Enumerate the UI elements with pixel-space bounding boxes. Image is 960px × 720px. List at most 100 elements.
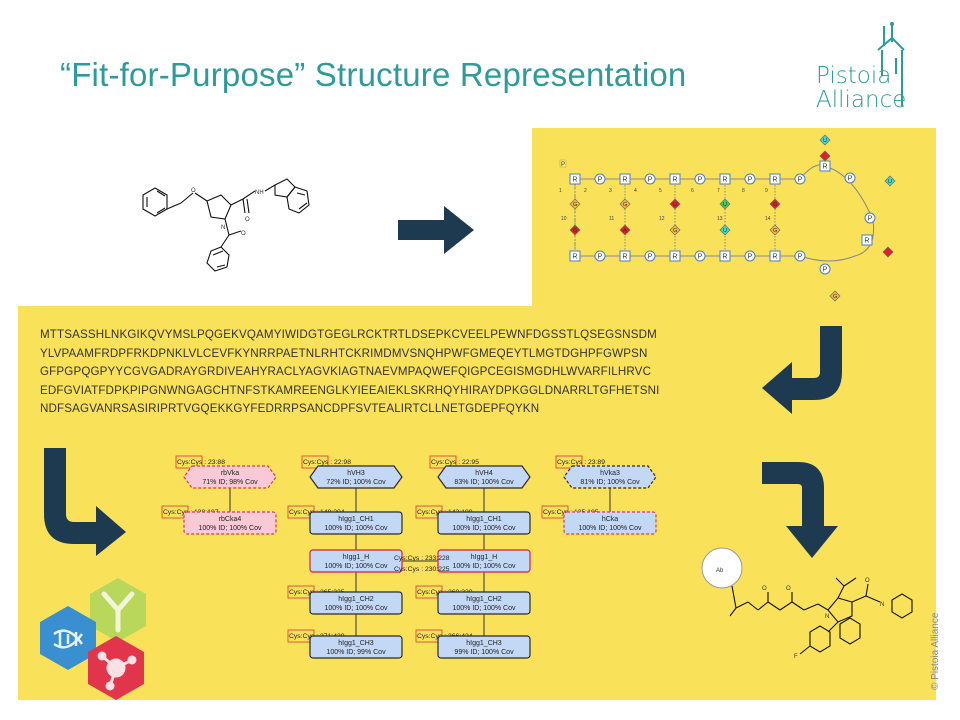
helm-r-bottom: R [769, 250, 781, 262]
svg-text:R: R [622, 254, 627, 261]
svg-text:hIgg1_CH1: hIgg1_CH1 [338, 516, 374, 523]
helm-number-label: 5 [659, 188, 662, 194]
copyright-text: © Pistoia Alliance [930, 612, 941, 690]
atom-label-o6: O [865, 578, 870, 584]
slide-title: “Fit-for-Purpose” Structure Representati… [60, 56, 687, 93]
svg-text:P: P [798, 254, 803, 261]
cys-tag: Cys:Cys : 23:89 [555, 455, 605, 469]
helm-base-pendant: G [829, 290, 841, 302]
logo-text-pistoia: Pistoia [816, 63, 892, 89]
svg-text:P: P [648, 177, 653, 184]
svg-text:P: P [648, 254, 653, 261]
svg-text:R: R [572, 254, 577, 261]
svg-text:U: U [823, 138, 827, 144]
svg-text:100% ID; 100% Cov: 100% ID; 100% Cov [452, 563, 516, 570]
svg-text:R: R [672, 177, 677, 184]
svg-text:100% ID; 100% Cov: 100% ID; 100% Cov [452, 525, 516, 532]
svg-text:99% ID; 100% Cov: 99% ID; 100% Cov [454, 649, 514, 656]
atom-label-n2: N [825, 614, 829, 620]
svg-text:P: P [598, 254, 603, 261]
svg-text:G: G [673, 228, 677, 234]
svg-text:G: G [773, 228, 777, 234]
helm-base-top: U [669, 198, 681, 210]
svg-text:P: P [798, 177, 803, 184]
atom-label-nh: NH [255, 190, 264, 196]
helm-r-top: R [719, 173, 731, 185]
atom-label-o1: O [191, 188, 196, 194]
svg-text:P: P [848, 176, 853, 183]
helm-number-label: 4 [634, 188, 637, 194]
svg-text:100% ID; 100% Cov: 100% ID; 100% Cov [324, 563, 388, 570]
helm-p-top: P [594, 173, 606, 185]
hexagon-icons [40, 578, 146, 700]
helm-r-bottom: R [669, 250, 681, 262]
svg-text:R: R [572, 177, 577, 184]
cys-tag: Cys:Cys : 23:88 [175, 455, 225, 469]
svg-text:hIgg1_H: hIgg1_H [343, 554, 369, 561]
helm-number-label: 6 [691, 188, 694, 194]
svg-text:P: P [598, 177, 603, 184]
pistoia-logo-icon [877, 22, 905, 106]
helm-number-label: 8 [742, 188, 745, 194]
svg-text:R: R [622, 177, 627, 184]
svg-text:P: P [748, 254, 753, 261]
sequence-line: GFPGPQGPYYCGVGADRAYGRDIVEAHYRACLYAGVKIAG… [40, 365, 652, 379]
helm-r-top: R [619, 173, 631, 185]
helm-r-loop: R [861, 234, 873, 246]
right-arrow-icon [398, 206, 474, 254]
svg-text:P: P [698, 254, 703, 261]
svg-text:P: P [698, 177, 703, 184]
helm-base-bottom: U [719, 224, 731, 236]
helm-p-tag: P [559, 159, 567, 168]
domain-node-constant: hIgg1_CH1 100% ID; 100% Cov [309, 511, 403, 535]
svg-text:100% ID; 100% Cov: 100% ID; 100% Cov [198, 525, 262, 532]
svg-text:100% ID; 100% Cov: 100% ID; 100% Cov [324, 525, 388, 532]
sequence-line: EDFGVIATFDPKPIPGNWNGAGCHTNFSTKAMREENGLKY… [40, 383, 660, 397]
svg-text:U: U [723, 202, 727, 208]
domain-node-hinge: hIgg1_H 100% ID; 100% Cov [437, 549, 531, 573]
small-molecule-structure: O NH O N O [142, 178, 310, 272]
svg-text:G: G [573, 228, 577, 234]
helm-base-top: U [719, 198, 731, 210]
atom-label-o4: O [762, 586, 767, 592]
helm-p-top: P [694, 173, 706, 185]
svg-text:100% ID; 100% Cov: 100% ID; 100% Cov [452, 605, 516, 612]
helm-p-loop: P [794, 173, 806, 185]
svg-text:P: P [561, 162, 565, 168]
hinge-cys-label: Cys:Cys : 233:228 [394, 555, 450, 562]
svg-text:G: G [773, 202, 777, 208]
svg-text:100% ID; 99% Cov: 100% ID; 99% Cov [326, 649, 386, 656]
svg-text:Cys:Cys : 23:89: Cys:Cys : 23:89 [557, 459, 605, 466]
helm-p-bottom: P [594, 250, 606, 262]
curved-arrow-down-right-icon [44, 448, 126, 556]
helm-base-bottom: G [769, 224, 781, 236]
svg-text:hIgg1_CH2: hIgg1_CH2 [338, 596, 374, 603]
svg-text:hIgg1_H: hIgg1_H [471, 554, 497, 561]
helm-p-loop: P [844, 172, 856, 184]
helm-p-loop: P [864, 212, 876, 224]
helm-p-bottom: P [694, 250, 706, 262]
helm-number-label: 1 [559, 188, 562, 194]
helm-r-bottom: R [719, 250, 731, 262]
svg-text:hIgg1_CH3: hIgg1_CH3 [466, 640, 502, 647]
atom-label-o3: O [241, 231, 246, 237]
helm-base-pendant: U [819, 134, 831, 146]
svg-text:R: R [864, 238, 869, 245]
svg-text:G: G [623, 202, 627, 208]
curved-arrow-right-down-icon [762, 462, 838, 558]
helm-number-label: 12 [659, 216, 665, 222]
cys-tag: Cys:Cys : 22:98 [301, 455, 351, 469]
helm-number-label: 13 [717, 216, 723, 222]
atom-label-n3: N [880, 602, 884, 608]
domain-node-hinge: hIgg1_H 100% ID; 100% Cov [309, 549, 403, 573]
svg-text:100% ID; 100% Cov: 100% ID; 100% Cov [578, 525, 642, 532]
svg-text:A: A [623, 228, 627, 234]
svg-text:R: R [822, 164, 827, 171]
svg-text:R: R [772, 177, 777, 184]
